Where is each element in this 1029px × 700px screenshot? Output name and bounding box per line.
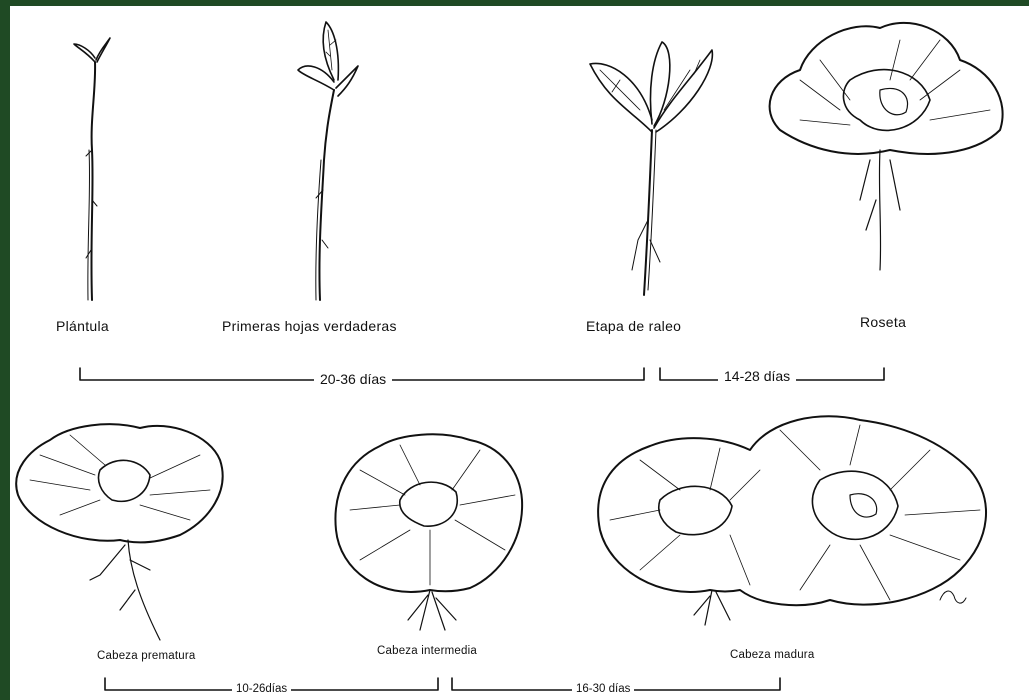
duration-label-10-26: 10-26días [232, 683, 291, 695]
primeras-hojas-drawing [298, 22, 358, 300]
stage-label-primeras-hojas: Primeras hojas verdaderas [222, 318, 397, 334]
duration-label-20-36: 20-36 días [314, 371, 392, 387]
madura-drawing [598, 416, 986, 625]
duration-label-14-28: 14-28 días [718, 368, 796, 384]
intermedia-drawing [335, 434, 522, 630]
duration-label-16-30: 16-30 días [572, 683, 634, 695]
stage-label-roseta: Roseta [860, 314, 906, 330]
stage-label-plantula: Plántula [56, 318, 109, 334]
roseta-drawing [770, 23, 1003, 270]
stage-label-madura: Cabeza madura [730, 649, 814, 661]
stage-label-raleo: Etapa de raleo [586, 318, 681, 334]
stage-label-intermedia: Cabeza intermedia [377, 645, 477, 657]
stage-label-prematura: Cabeza prematura [97, 650, 195, 662]
raleo-drawing [590, 42, 712, 295]
plantula-drawing [74, 38, 110, 300]
prematura-drawing [16, 424, 222, 640]
